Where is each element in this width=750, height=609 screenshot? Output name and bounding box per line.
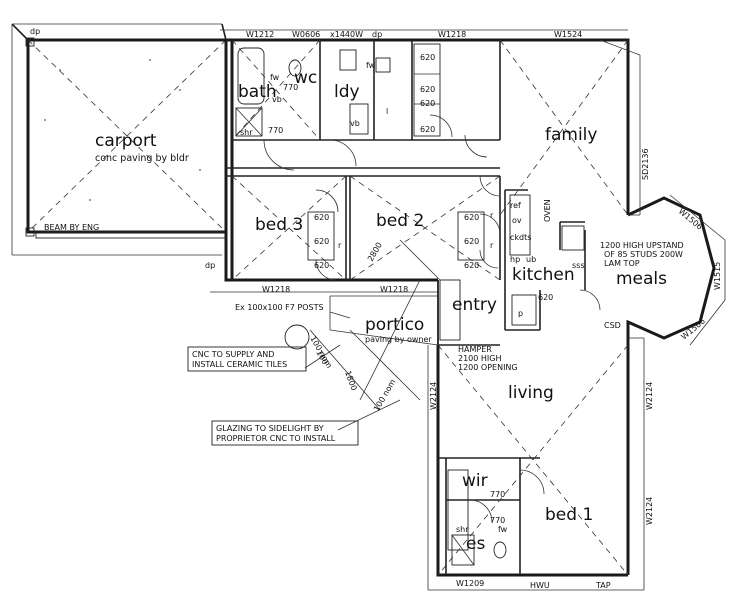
hamper-note-line3: 1200 OPENING: [458, 363, 518, 372]
vanity-ldy: vb: [350, 119, 360, 128]
robe-bed2-top: r: [490, 211, 494, 220]
cupboard-620-bed3-a: 620: [314, 213, 329, 222]
portico-area: [284, 279, 461, 411]
dp-label-bed3: dp: [205, 261, 215, 270]
dim-770-bath: 770: [268, 126, 283, 135]
upstand-note-line2: OF 85 STUDS 200W: [604, 250, 683, 259]
window-label-x1440: x1440W: [330, 30, 363, 39]
door-swings: [263, 114, 601, 523]
ceiling-lines: [231, 39, 629, 576]
dim-1800: 1800: [343, 370, 358, 392]
tiles-note-line2: INSTALL CERAMIC TILES: [192, 360, 287, 369]
glazing-note-box: [211, 420, 359, 446]
cupboards: [307, 43, 585, 551]
dim-770-wir: 770: [490, 490, 505, 499]
oven-label: ov: [512, 216, 522, 225]
dp-label-carport: dp: [30, 27, 40, 36]
cupboard-620-bed2-b: 620: [464, 237, 479, 246]
upstand-note-line1: 1200 HIGH UPSTAND: [600, 241, 684, 250]
bath-fixtures: [235, 47, 507, 566]
window-label-w1218-top: W1218: [438, 30, 466, 39]
window-label-w2124-c: W2124: [645, 497, 654, 525]
window-label-w0606: W0606: [292, 30, 320, 39]
bath-label: bath: [238, 82, 277, 102]
glazing-note-line2: PROPRIETOR CNC TO INSTALL: [216, 434, 336, 443]
linen-label: l: [386, 107, 388, 116]
hwu-label: HWU: [530, 581, 550, 590]
shower-label-bath: shr: [240, 128, 253, 137]
csd-label: CSD: [604, 321, 621, 330]
dp-label-top: dp: [372, 30, 382, 39]
living-label: living: [508, 383, 554, 403]
cupboard-620-2: 620: [420, 85, 435, 94]
robe-bed3: r: [338, 241, 342, 250]
tiles-note-line1: CNC TO SUPPLY AND: [192, 350, 274, 359]
window-label-w1218-bed2: W1218: [380, 285, 408, 294]
wir-label: wir: [462, 471, 488, 491]
window-label-w1218-bed3: W1218: [262, 285, 290, 294]
tiles-note-box: [187, 346, 307, 372]
bed2-label: bed 2: [376, 211, 424, 231]
cupboard-620-bed3-b: 620: [314, 237, 329, 246]
window-label-w1524: W1524: [554, 30, 582, 39]
tap-label: TAP: [595, 581, 611, 590]
entry-label: entry: [452, 295, 497, 315]
window-label-w1212: W1212: [246, 30, 274, 39]
floor-waste-es: fw: [498, 525, 508, 534]
floor-waste-bath: fw: [270, 73, 280, 82]
interior-walls: [226, 40, 586, 575]
leader-lines: [304, 239, 441, 431]
window-label-sd2136: SD2136: [641, 148, 650, 180]
cupboard-620-bed3-c: 620: [314, 261, 329, 270]
hamper-note-line1: HAMPER: [458, 345, 492, 354]
portico-label: portico: [365, 315, 424, 335]
hamper-note-line2: 2100 HIGH: [458, 354, 502, 363]
hotplate-label: hp: [510, 255, 520, 264]
cookdrawers-label: ckdts: [510, 233, 531, 242]
cupboard-620-1: 620: [420, 53, 435, 62]
fridge-label: ref: [510, 201, 521, 210]
vanity-bath: vb: [272, 95, 282, 104]
carport-label: carport: [95, 131, 157, 151]
pantry-label: p: [518, 309, 523, 318]
kitchen-label: kitchen: [512, 265, 575, 285]
upstand-note-line3: LAM TOP: [604, 259, 640, 268]
cupboard-620-bed2-c: 620: [464, 261, 479, 270]
es-label: es: [466, 534, 485, 554]
bed3-label: bed 3: [255, 215, 303, 235]
dim-770-wc: 770: [283, 83, 298, 92]
cupboard-620-bed2-a: 620: [464, 213, 479, 222]
carport-note: conc paving by bldr: [95, 153, 189, 164]
robe-bed2: r: [490, 241, 494, 250]
shower-label-es: shr: [456, 525, 469, 534]
glazing-note-line1: GLAZING TO SIDELIGHT BY: [216, 424, 324, 433]
bed1-label: bed 1: [545, 505, 593, 525]
ldy-label: ldy: [334, 82, 360, 102]
cupboard-620-3: 620: [420, 99, 435, 108]
upperbench-label: ub: [526, 255, 536, 264]
house-outline: [210, 29, 726, 591]
window-label-w2124-b: W2124: [645, 382, 654, 410]
wall-oven-label: OVEN: [543, 199, 552, 222]
wc-label: wc: [294, 68, 317, 88]
dim-770-es: 770: [490, 516, 505, 525]
family-label: family: [545, 125, 597, 145]
window-label-w2124-a: W2124: [429, 382, 438, 410]
window-label-w1515: W1515: [713, 262, 722, 290]
posts-note: Ex 100x100 F7 POSTS: [235, 303, 324, 312]
beam-note: BEAM BY ENG: [44, 223, 99, 232]
floor-waste-ldy: fw: [366, 61, 376, 70]
portico-note: paving by owner: [365, 335, 432, 344]
cupboard-620-4: 620: [420, 125, 435, 134]
dim-2800: 2800: [366, 241, 384, 263]
meals-label: meals: [616, 269, 667, 289]
cupboard-620-kitchen: 620: [538, 293, 553, 302]
window-label-w1209: W1209: [456, 579, 484, 588]
sink-label: sss: [572, 261, 585, 270]
